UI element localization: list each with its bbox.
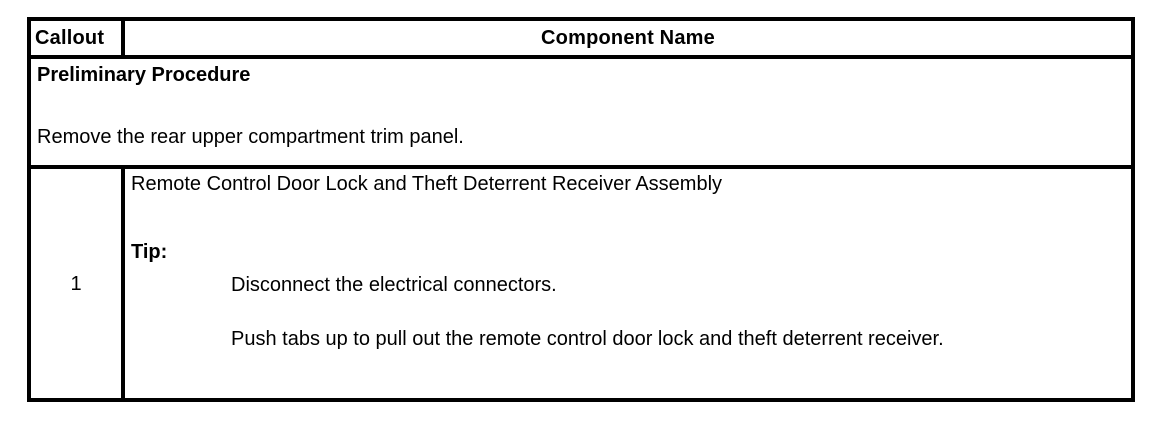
- preliminary-spacer: [37, 88, 1125, 126]
- preliminary-procedure-row: Preliminary Procedure Remove the rear up…: [31, 59, 1131, 169]
- callout-number: 1: [70, 272, 82, 295]
- procedure-table: Callout Component Name Preliminary Proce…: [27, 17, 1135, 402]
- header-cell-component-name: Component Name: [125, 21, 1131, 55]
- row-cell-component-name: Remote Control Door Lock and Theft Deter…: [125, 169, 1131, 398]
- tip-label: Tip:: [131, 240, 168, 263]
- component-spacer: [131, 197, 1129, 241]
- tip-item-2: Push tabs up to pull out the remote cont…: [231, 327, 944, 350]
- header-label-component-name: Component Name: [541, 27, 715, 49]
- preliminary-procedure-step: Remove the rear upper compartment trim p…: [37, 125, 464, 148]
- table-header-row: Callout Component Name: [31, 21, 1131, 59]
- header-cell-callout: Callout: [31, 21, 125, 55]
- component-name-text: Remote Control Door Lock and Theft Deter…: [131, 173, 723, 195]
- tip-item-1: Disconnect the electrical connectors.: [231, 274, 557, 297]
- header-label-callout: Callout: [35, 27, 105, 49]
- preliminary-procedure-title: Preliminary Procedure: [37, 64, 251, 86]
- row-cell-callout: 1: [31, 169, 125, 398]
- table-row: 1 Remote Control Door Lock and Theft Det…: [31, 169, 1131, 398]
